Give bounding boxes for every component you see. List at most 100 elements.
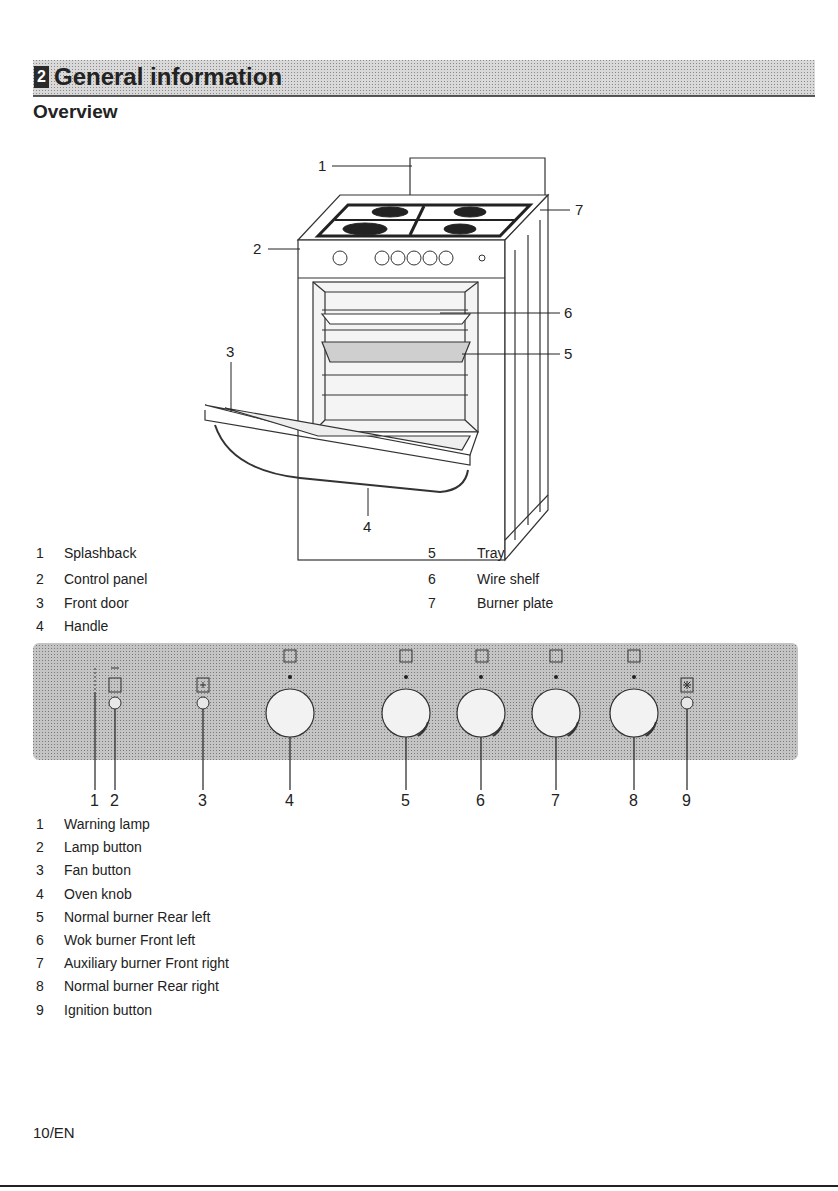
leader-line bbox=[480, 737, 481, 790]
list-number: 2 bbox=[36, 839, 44, 855]
burner bbox=[372, 207, 408, 217]
list-number: 6 bbox=[428, 571, 436, 587]
ignition-button bbox=[681, 697, 693, 709]
leader-line bbox=[332, 166, 412, 167]
cavity-edge bbox=[465, 282, 478, 292]
leader-line bbox=[405, 737, 406, 790]
list-number: 4 bbox=[36, 886, 44, 902]
spark-mark bbox=[683, 681, 691, 689]
wire-shelf bbox=[322, 314, 470, 324]
control-name: Fan button bbox=[64, 862, 131, 878]
burner bbox=[444, 224, 476, 234]
side-rib bbox=[514, 250, 515, 540]
list-number: 7 bbox=[36, 955, 44, 971]
callout-number: 1 bbox=[318, 157, 326, 174]
callout-number: 3 bbox=[226, 343, 234, 360]
knob bbox=[375, 251, 389, 265]
fan-mark bbox=[200, 682, 206, 688]
control-name: Normal burner Rear right bbox=[64, 978, 219, 994]
burner bbox=[454, 207, 486, 217]
control-panel bbox=[33, 643, 798, 760]
page-rule bbox=[0, 1185, 838, 1187]
handle bbox=[215, 425, 468, 492]
callout-number: 3 bbox=[198, 792, 207, 810]
leader-line bbox=[268, 249, 300, 250]
list-number: 1 bbox=[36, 816, 44, 832]
burner-knob bbox=[457, 689, 505, 737]
list-number: 6 bbox=[36, 932, 44, 948]
burner-icon bbox=[550, 650, 562, 662]
lamp-icon bbox=[109, 678, 121, 692]
panel-leaders bbox=[95, 692, 687, 790]
part-name: Splashback bbox=[64, 545, 136, 561]
cavity-edge bbox=[465, 420, 478, 432]
fan-button bbox=[197, 697, 209, 709]
control-name: Oven knob bbox=[64, 886, 132, 902]
list-number: 9 bbox=[36, 1002, 44, 1018]
part-name: Burner plate bbox=[477, 595, 553, 611]
shelf-rail bbox=[322, 394, 468, 395]
callout-number: 2 bbox=[253, 240, 261, 257]
lamp-button bbox=[109, 697, 121, 709]
leader-lines bbox=[231, 166, 570, 516]
leader-line bbox=[540, 210, 570, 211]
callout-number: 7 bbox=[551, 792, 560, 810]
list-number: 7 bbox=[428, 595, 436, 611]
hob-top bbox=[298, 195, 548, 240]
fan-icon bbox=[197, 678, 209, 692]
side-line bbox=[505, 495, 548, 540]
tray bbox=[322, 342, 470, 362]
burner-knob bbox=[610, 689, 658, 737]
part-name: Control panel bbox=[64, 571, 147, 587]
leader-line bbox=[94, 692, 95, 790]
knob bbox=[391, 251, 405, 265]
leader-line bbox=[462, 354, 560, 355]
side-rib bbox=[539, 220, 540, 512]
button bbox=[479, 255, 485, 261]
knob-dot bbox=[288, 675, 292, 679]
burner-knob bbox=[532, 689, 580, 737]
callout-number: 1 bbox=[90, 792, 99, 810]
front-door bbox=[205, 405, 478, 455]
control-name: Ignition button bbox=[64, 1002, 152, 1018]
list-number: 5 bbox=[428, 545, 436, 561]
leader-line bbox=[440, 313, 560, 314]
section-title: General information bbox=[54, 63, 282, 91]
hob-burners bbox=[318, 205, 530, 236]
shelf-rail bbox=[322, 329, 468, 330]
front-face bbox=[298, 240, 505, 560]
burner bbox=[343, 223, 387, 235]
leader-line bbox=[202, 709, 203, 790]
knob-dot bbox=[479, 675, 483, 679]
knob bbox=[439, 251, 453, 265]
oven-cavity bbox=[313, 282, 478, 432]
leader-line bbox=[633, 737, 634, 790]
cavity-edge bbox=[313, 282, 325, 292]
callout-number: 4 bbox=[363, 518, 371, 535]
callout-number: 8 bbox=[629, 792, 638, 810]
list-number: 3 bbox=[36, 862, 44, 878]
door-edge bbox=[205, 410, 470, 465]
side-face bbox=[505, 195, 548, 560]
callout-number: 2 bbox=[110, 792, 119, 810]
leader-line bbox=[114, 709, 115, 790]
part-name: Handle bbox=[64, 618, 108, 634]
part-name: Wire shelf bbox=[477, 571, 539, 587]
control-name: Lamp button bbox=[64, 839, 142, 855]
part-name: Tray bbox=[477, 545, 504, 561]
oven-icon bbox=[284, 650, 296, 662]
burner-icon bbox=[476, 650, 488, 662]
burner-knob bbox=[382, 689, 430, 737]
panel-edge bbox=[298, 277, 505, 278]
subheading: Overview bbox=[33, 101, 118, 123]
list-number: 8 bbox=[36, 978, 44, 994]
control-name: Normal burner Rear left bbox=[64, 909, 210, 925]
control-name: Warning lamp bbox=[64, 816, 150, 832]
knob-dot bbox=[554, 675, 558, 679]
knob-arrow bbox=[418, 722, 656, 736]
list-number: 1 bbox=[36, 545, 44, 561]
leader-line bbox=[686, 709, 687, 790]
leader-line bbox=[555, 737, 556, 790]
cooker-drawing bbox=[205, 158, 548, 560]
